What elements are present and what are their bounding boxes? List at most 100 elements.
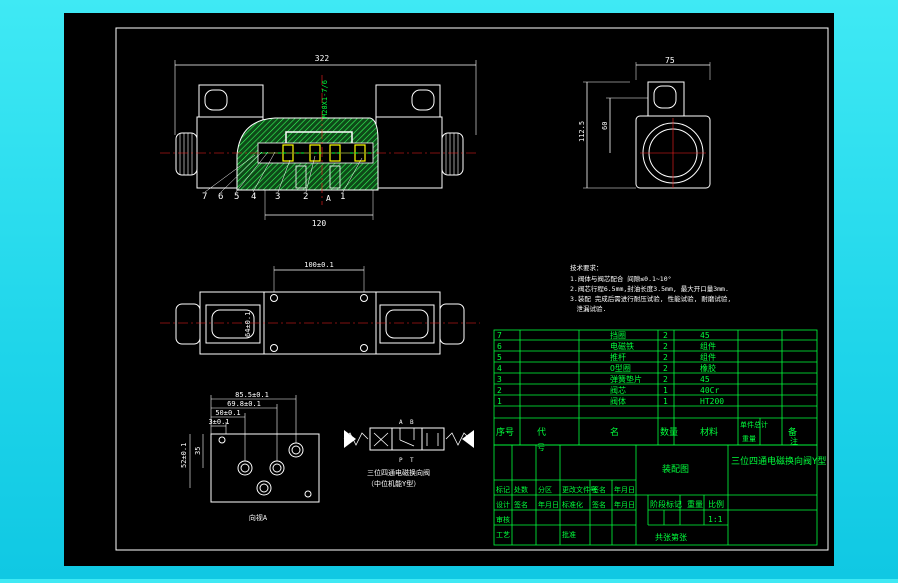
bom-cell-no: 7	[497, 331, 502, 340]
front-section-view: 322	[160, 54, 478, 228]
bom-cell-name: 阀体	[610, 396, 626, 406]
port-v2-label: 35	[194, 447, 202, 455]
title-block-cell: 签名	[592, 500, 606, 509]
bom-cell-name: 电磁铁	[610, 341, 634, 351]
bom-cell-qty: 1	[663, 386, 668, 395]
bom-cell-qty: 1	[663, 397, 668, 406]
port-view-a: 85.5±0.1 69.8±0.1 50±0.1 3±0.1 52±0.1 35…	[180, 391, 320, 522]
bom-header: 序号 代 名 数量 材料 单件总计 备 号 重量 注	[496, 420, 798, 452]
port-69-label: 69.8±0.1	[227, 400, 261, 408]
port-85-label: 85.5±0.1	[235, 391, 269, 399]
bom-cell-no: 2	[497, 386, 502, 395]
title-block-cell: 标准化	[562, 500, 583, 509]
right-connector	[411, 89, 435, 111]
bom-header-code: 代	[537, 427, 546, 438]
bolt-spacing-label: 100±0.1	[304, 261, 334, 269]
right-knurled-cap	[441, 132, 464, 176]
port-50-label: 50±0.1	[215, 409, 240, 417]
callout-leaders	[204, 151, 363, 193]
title-block-cell: 年月日	[538, 500, 559, 509]
callout-2: 2	[303, 192, 308, 202]
title-block-cell: 设计	[496, 500, 510, 509]
symbol-port-t: T	[410, 457, 414, 464]
callout-7: 7	[202, 192, 207, 202]
bom-cell-name: O型圈	[610, 364, 631, 373]
title-block-cell: 工艺	[496, 531, 510, 539]
bom-cell-no: 3	[497, 375, 502, 384]
bom-cell-qty: 2	[663, 342, 668, 351]
bom-cell-qty: 2	[663, 375, 668, 384]
bom-cell-material: 组件	[700, 352, 716, 362]
pipe-thread-label: M20X1-7/6	[321, 80, 329, 118]
port-v1-label: 52±0.1	[180, 443, 188, 468]
bom-header-name: 名	[610, 426, 619, 438]
bom-cell-material: 45	[700, 375, 710, 384]
side-view: 75 112.5 60	[578, 56, 711, 189]
bom-cell-material: 45	[700, 331, 710, 340]
bom-header-weight: 重量	[742, 435, 756, 443]
sheet-count: 共张第张	[655, 532, 687, 542]
title-block-cell: 批准	[562, 530, 576, 539]
title-block-cell: 年月日	[614, 500, 635, 509]
callout-5: 5	[234, 192, 239, 202]
bom-cell-material: 40Cr	[700, 386, 719, 395]
notes-line-1: 1.阀体与阀芯配合 间隙≤0.1~10°	[570, 274, 672, 283]
weight-mark: 重量	[687, 499, 703, 509]
title-block-cell: 签名	[514, 500, 528, 509]
bom-cell-material: HT200	[700, 397, 724, 406]
side-inner-height-label: 60	[601, 122, 609, 130]
plan-right-connector	[379, 304, 435, 344]
bom-cell-name: 阀芯	[610, 385, 626, 395]
callout-numbers: 7 6 5 4 3 2 1	[202, 192, 345, 202]
title-block-cell: 处数	[514, 485, 528, 494]
bom-cell-qty: 2	[663, 331, 668, 340]
title-block: 装配图 三位四通电磁换向阀Y型 阶段标记 重量 比例 1:1 共张第张 标记处数…	[493, 444, 826, 546]
notes-title: 技术要求：	[570, 263, 603, 272]
center-distance-label: 120	[312, 219, 327, 228]
notes-line-3: 3.装配 完成后需进行耐压试验, 性能试验, 耐磨试验,	[570, 294, 731, 303]
notes-line-4: 泄漏试验.	[570, 304, 606, 313]
symbol-port-b: B	[410, 419, 414, 426]
overall-length-label: 322	[315, 54, 330, 63]
plan-height-label: 64±0.1	[244, 312, 252, 337]
left-knurled-cap	[175, 132, 198, 176]
callout-6: 6	[218, 192, 223, 202]
title-block-cell: 年月日	[614, 485, 635, 494]
ratio-mark: 比例	[708, 499, 724, 509]
left-knurl-lines	[179, 133, 193, 175]
drawing-frame	[115, 27, 829, 551]
symbol-subcaption: （中位机能Y型）	[367, 479, 420, 488]
side-width-label: 75	[665, 56, 675, 65]
bom-cell-material: 橡胶	[700, 363, 716, 373]
port-face	[210, 433, 320, 503]
bom-header-extra: 备	[788, 426, 797, 438]
symbol-caption: 三位四通电磁换向阀	[367, 468, 430, 477]
left-connector	[204, 89, 228, 111]
paper-background	[64, 13, 834, 566]
bom-header-no: 序号	[496, 426, 514, 438]
view-a-label: 向视A	[249, 513, 268, 522]
title-block-cell: 签名	[592, 485, 606, 494]
bom-cell-name: 弹簧垫片	[610, 374, 642, 384]
scale-value: 1:1	[708, 515, 723, 524]
port-a-label: A	[326, 194, 331, 203]
bom-cell-no: 6	[497, 342, 502, 351]
side-height-label: 112.5	[578, 121, 586, 142]
title-block-cell: 分区	[538, 485, 552, 494]
bom-cell-name: 挡圈	[610, 330, 626, 340]
bom-cell-material: 组件	[700, 341, 716, 351]
bom-cell-no: 5	[497, 353, 502, 362]
bom-cell-qty: 2	[663, 353, 668, 362]
callout-1: 1	[340, 192, 345, 202]
bom-cell-no: 1	[497, 397, 502, 406]
technical-notes: 技术要求： 1.阀体与阀芯配合 间隙≤0.1~10° 2.阀芯行程6.5mm,封…	[570, 263, 731, 313]
bom-header-note: 注	[790, 436, 798, 446]
internal-passage	[285, 131, 353, 143]
notes-line-2: 2.阀芯行程6.5mm,封油长度3.5mm, 最大开口量3mm.	[570, 284, 729, 293]
title-block-cell: 审核	[496, 515, 510, 524]
bom-cell-no: 4	[497, 364, 502, 373]
symbol-port-a: A	[399, 419, 403, 426]
